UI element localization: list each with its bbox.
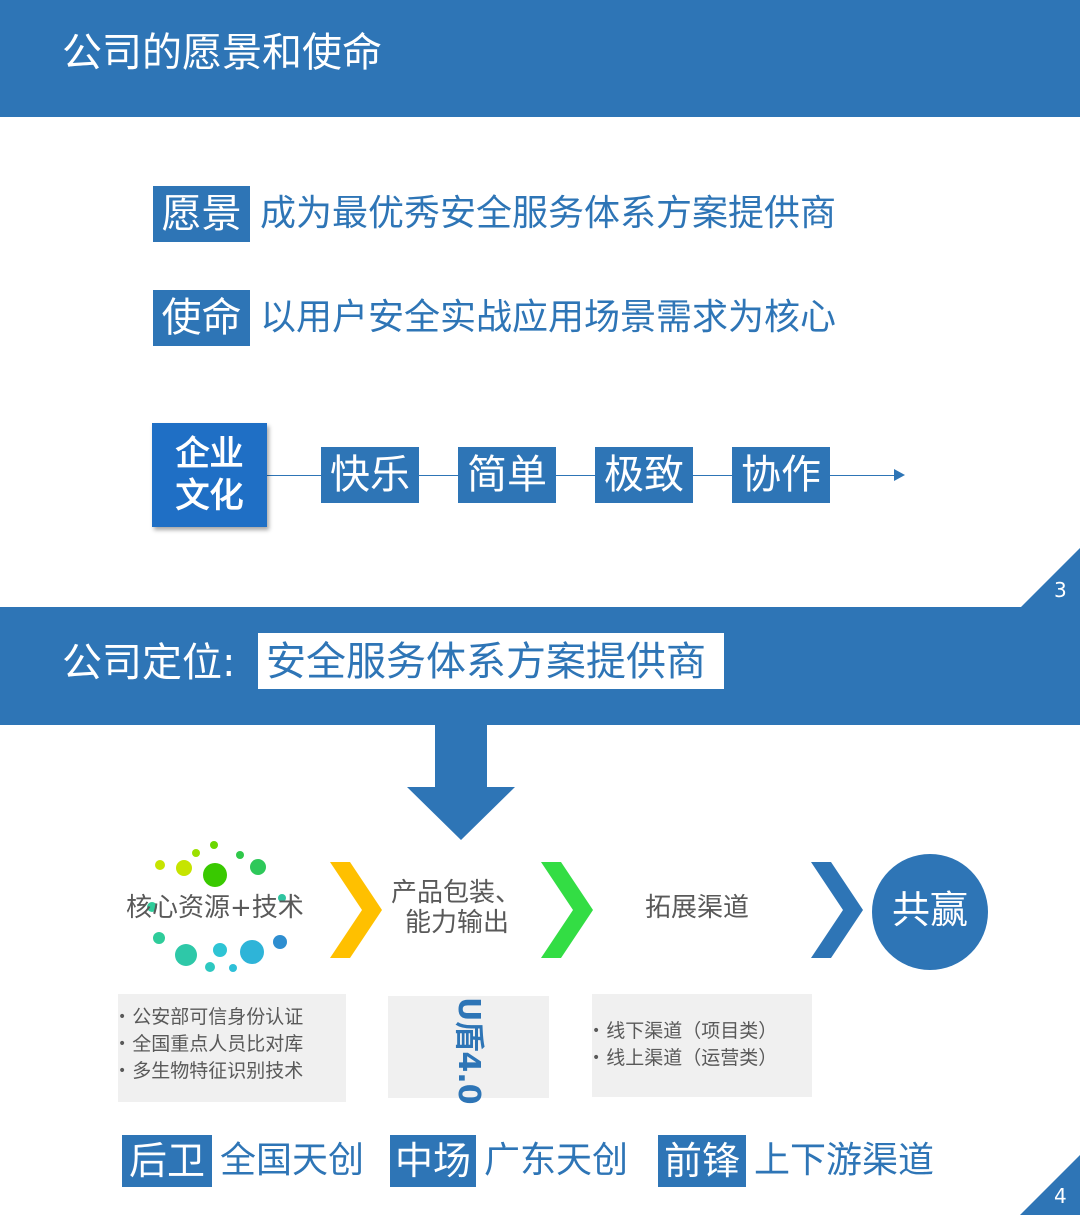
channel-item-online: 线上渠道（运营类） xyxy=(592,1045,812,1072)
chevron-yellow-icon xyxy=(330,862,382,958)
win-circle xyxy=(872,854,988,970)
step-channels: 拓展渠道 xyxy=(645,893,750,923)
role-tag-midfield: 中场 xyxy=(390,1135,476,1187)
role-tag-forward: 前锋 xyxy=(658,1135,746,1187)
culture-arrow-line xyxy=(265,475,895,476)
resources-box: 公安部可信身份认证 全国重点人员比对库 多生物特征识别技术 xyxy=(118,994,346,1102)
product-box xyxy=(388,996,549,1098)
mission-tag: 使命 xyxy=(153,290,250,346)
slide3-page-number: 3 xyxy=(1054,578,1067,602)
product-badge: U盾4.0 xyxy=(451,997,486,1105)
slide4-page-corner xyxy=(1020,1155,1080,1215)
step-product-line1: 产品包装、 xyxy=(391,878,522,908)
vision-tag: 愿景 xyxy=(153,186,250,242)
value-collaboration: 协作 xyxy=(732,447,830,503)
slide3-page-corner xyxy=(1020,548,1080,608)
down-arrow xyxy=(407,723,515,840)
win-label: 共赢 xyxy=(891,888,968,932)
culture-tag-line1: 企业 xyxy=(175,434,244,474)
step-core-resources: 核心资源+技术 xyxy=(126,893,304,923)
chevron-blue-icon xyxy=(811,862,863,958)
value-simple: 简单 xyxy=(458,447,556,503)
slide3-header-band xyxy=(0,0,1080,117)
slide3-title: 公司的愿景和使命 xyxy=(62,30,382,76)
slide4-page-number: 4 xyxy=(1054,1184,1067,1208)
slide4-title-highlight: 安全服务体系方案提供商 xyxy=(266,639,706,685)
mission-text: 以用户安全实战应用场景需求为核心 xyxy=(260,297,837,338)
slide4-title-highlight-box xyxy=(258,633,724,689)
role-tag-defender: 后卫 xyxy=(122,1135,212,1187)
step-product-line2: 能力输出 xyxy=(405,908,510,938)
resource-item-database: 全国重点人员比对库 xyxy=(118,1031,346,1058)
channel-item-offline: 线下渠道（项目类） xyxy=(592,1018,812,1045)
value-happy: 快乐 xyxy=(321,447,419,503)
culture-tag-line2: 文化 xyxy=(175,476,244,516)
resource-item-biometrics: 多生物特征识别技术 xyxy=(118,1058,346,1085)
vision-text: 成为最优秀安全服务体系方案提供商 xyxy=(260,193,837,234)
role-text-forward: 上下游渠道 xyxy=(754,1140,935,1181)
slide4-title-prefix: 公司定位: xyxy=(62,640,236,686)
value-excellence: 极致 xyxy=(595,447,693,503)
culture-arrow-head xyxy=(894,469,905,481)
resource-item-identity: 公安部可信身份认证 xyxy=(118,1004,346,1031)
culture-tag: 企业 文化 xyxy=(152,423,267,527)
channels-box: 线下渠道（项目类） 线上渠道（运营类） xyxy=(592,994,812,1097)
resource-dots-graphic xyxy=(147,841,287,972)
role-text-midfield: 广东天创 xyxy=(484,1140,629,1181)
chevron-green-icon xyxy=(541,862,593,958)
role-text-defender: 全国天创 xyxy=(220,1140,365,1181)
